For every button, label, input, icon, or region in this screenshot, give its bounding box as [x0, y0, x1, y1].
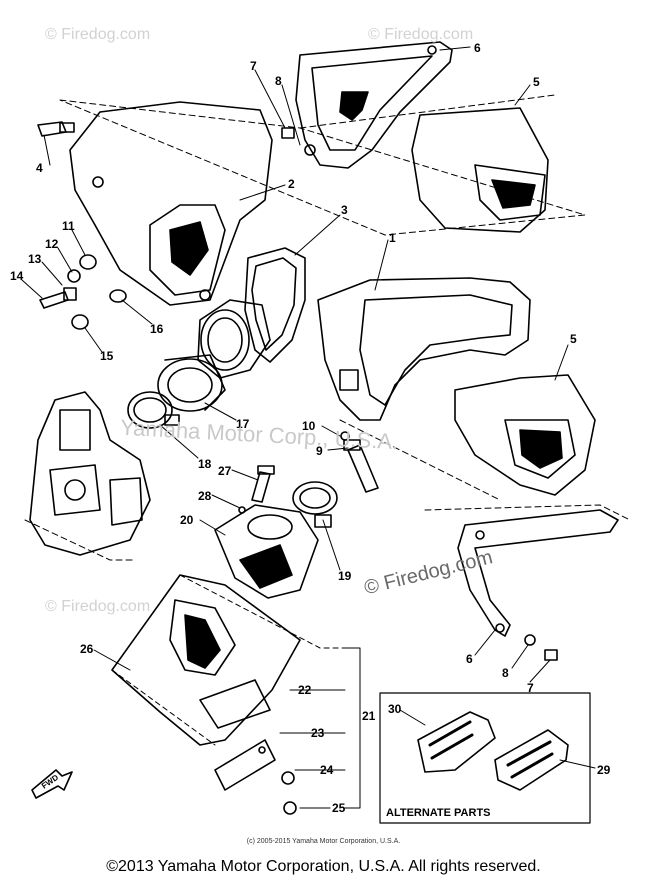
part-1-filter-case	[317, 277, 531, 421]
watermark-top-right: © Firedog.com	[368, 26, 474, 43]
callout-27: 27	[218, 464, 232, 478]
reference-lines-reed	[111, 574, 356, 746]
callout-5-upper: 5	[533, 75, 540, 89]
part-20-manifold	[214, 504, 319, 599]
part-9-bolt	[340, 431, 379, 493]
callout-9: 9	[316, 444, 323, 458]
part-6-lower-bracket	[457, 509, 619, 637]
callout-13: 13	[28, 252, 42, 266]
part-19-clamp	[292, 481, 338, 528]
part-22-reed	[199, 679, 271, 729]
part-2-air-box-case	[69, 101, 273, 306]
callout-1: 1	[389, 231, 396, 245]
callout-20: 20	[180, 513, 194, 527]
diagram-copyright: (c) 2005-2015 Yamaha Motor Corporation, …	[246, 838, 401, 845]
callout-3: 3	[341, 203, 348, 217]
callout-8-lower: 8	[502, 666, 509, 680]
parts-24-25-screws	[281, 771, 297, 815]
part-18-clamp	[127, 391, 180, 429]
callout-11: 11	[62, 219, 75, 233]
callout-6-upper: 6	[474, 41, 481, 55]
watermark-top-left: © Firedog.com	[45, 26, 151, 43]
fwd-arrow: FWD	[31, 769, 73, 799]
alternate-parts-box	[379, 692, 591, 824]
part-6-upper-bracket	[295, 41, 453, 169]
callout-23: 23	[311, 726, 325, 740]
reference-plane-left	[24, 519, 136, 561]
callout-28: 28	[198, 489, 212, 503]
callout-7-lower: 7	[527, 681, 534, 695]
leader-lines	[21, 46, 596, 769]
footer-copyright: ©2013 Yamaha Motor Corporation, U.S.A. A…	[106, 858, 541, 875]
callout-10: 10	[302, 419, 316, 433]
part-5-lower-filter	[454, 374, 596, 496]
part-29-plate	[494, 729, 569, 791]
part-30-plate	[417, 711, 496, 773]
fwd-label: FWD	[40, 773, 60, 791]
reference-plane-right	[339, 419, 631, 521]
callout-5-lower: 5	[570, 332, 577, 346]
part-26-reed-block	[111, 574, 301, 746]
callout-30: 30	[388, 702, 402, 716]
callout-15: 15	[100, 349, 114, 363]
part-3-seal	[244, 247, 306, 363]
part-23-reed	[214, 739, 276, 791]
alternate-parts-label: ALTERNATE PARTS	[386, 807, 491, 819]
carburetor	[29, 391, 151, 556]
intake-joint	[197, 299, 271, 379]
part-21-bracket	[279, 647, 361, 809]
watermark-bottom-left: © Firedog.com	[45, 598, 151, 615]
callout-16: 16	[150, 322, 164, 336]
callout-17: 17	[236, 417, 250, 431]
reference-plane-upper	[59, 94, 586, 236]
callout-18: 18	[198, 457, 212, 471]
callout-6-lower: 6	[466, 652, 473, 666]
fasteners-left	[37, 121, 558, 661]
part-17-joint	[157, 354, 226, 412]
callout-7-upper: 7	[250, 59, 257, 73]
callout-22: 22	[298, 683, 312, 697]
callout-8-upper: 8	[275, 74, 282, 88]
callout-2: 2	[288, 177, 295, 191]
callout-12: 12	[45, 237, 59, 251]
callout-19: 19	[338, 569, 352, 583]
callout-21: 21	[362, 709, 376, 723]
callouts: 7 8 6 5 4 2 3 1 5 11 12 13 14 15 16 17 1…	[10, 41, 611, 819]
callout-14: 14	[10, 269, 24, 283]
callout-29: 29	[597, 763, 611, 777]
callout-25: 25	[332, 801, 346, 815]
callout-26: 26	[80, 642, 94, 656]
callout-4: 4	[36, 161, 43, 175]
part-5-upper-filter	[411, 107, 549, 233]
callout-24: 24	[320, 763, 334, 777]
